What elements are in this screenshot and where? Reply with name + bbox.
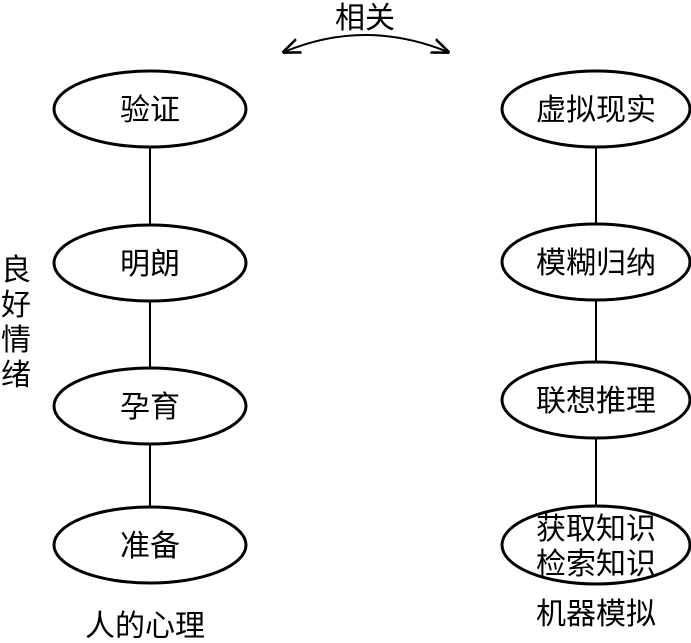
side-char: 良 xyxy=(1,253,31,288)
node-label: 虚拟现实 xyxy=(536,93,656,128)
right-node-virtual-reality: 虚拟现实 xyxy=(500,69,691,149)
node-label: 模糊归纳 xyxy=(536,246,656,281)
left-node-verify: 验证 xyxy=(52,69,248,149)
right-node-fuzzy-induction: 模糊归纳 xyxy=(500,222,691,302)
side-char: 好 xyxy=(1,288,31,323)
side-char: 绪 xyxy=(1,358,31,393)
node-label: 准备 xyxy=(120,529,180,564)
side-label-good-mood: 良 好 情 绪 xyxy=(1,253,31,393)
relation-label: 相关 xyxy=(335,1,395,36)
left-node-incubate: 孕育 xyxy=(52,366,248,446)
right-caption: 机器模拟 xyxy=(536,597,656,632)
node-label: 明朗 xyxy=(120,247,180,282)
right-node-knowledge: 获取知识 检索知识 xyxy=(500,504,691,586)
left-node-clarify: 明朗 xyxy=(52,223,248,303)
node-label: 联想推理 xyxy=(536,384,656,419)
node-label: 验证 xyxy=(120,93,180,128)
node-label: 获取知识 xyxy=(536,512,656,547)
node-label: 检索知识 xyxy=(536,547,656,582)
node-label: 孕育 xyxy=(120,390,180,425)
left-caption: 人的心理 xyxy=(85,609,205,643)
right-node-associative-reasoning: 联想推理 xyxy=(500,360,691,440)
relation-arrow xyxy=(284,34,448,52)
left-node-prepare: 准备 xyxy=(52,505,248,585)
side-char: 情 xyxy=(1,323,31,358)
